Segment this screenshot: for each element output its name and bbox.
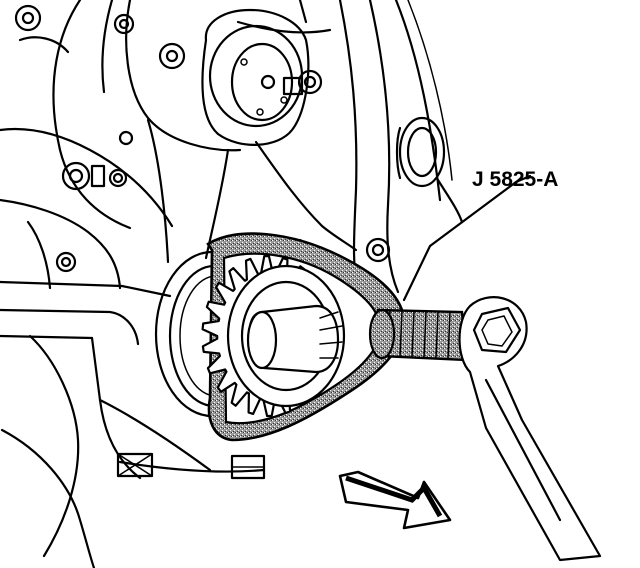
crankshaft-sprocket bbox=[201, 254, 346, 418]
tool-callout-label: J 5825-A bbox=[472, 168, 558, 191]
direction-arrow bbox=[338, 470, 452, 530]
water-pump-hub bbox=[201, 8, 310, 146]
ratchet-wrench bbox=[458, 296, 602, 562]
tool-callout: J 5825-A bbox=[472, 168, 558, 191]
